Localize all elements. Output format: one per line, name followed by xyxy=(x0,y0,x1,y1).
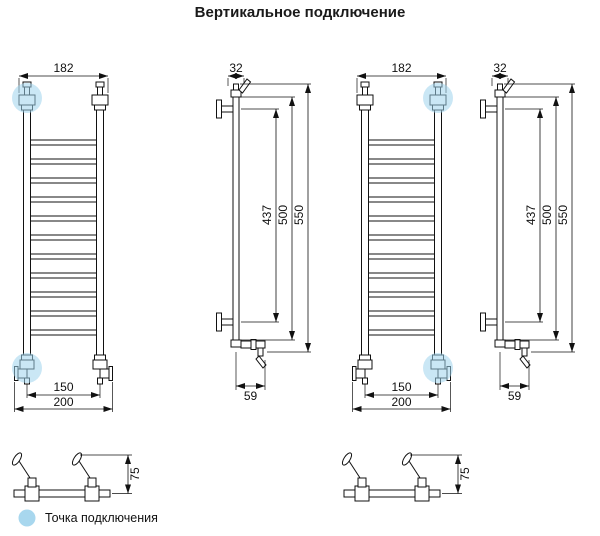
connection-point-marker xyxy=(423,353,453,383)
top-view-drawing-1 xyxy=(8,440,148,512)
page-title: Вертикальное подключение xyxy=(194,4,406,21)
top-view-drawing-2 xyxy=(338,440,478,512)
connection-point-marker xyxy=(12,83,42,113)
front-view-drawing-1 xyxy=(12,62,124,414)
legend-label: Точка подключения xyxy=(45,511,158,525)
side-view-drawing-1 xyxy=(214,62,326,414)
legend: Точка подключения xyxy=(18,509,158,527)
connection-point-icon xyxy=(18,509,36,527)
front-view-drawing-2 xyxy=(340,62,453,414)
connection-point-marker xyxy=(423,83,453,113)
side-view-drawing-2 xyxy=(478,62,590,414)
connection-point-marker xyxy=(12,353,42,383)
